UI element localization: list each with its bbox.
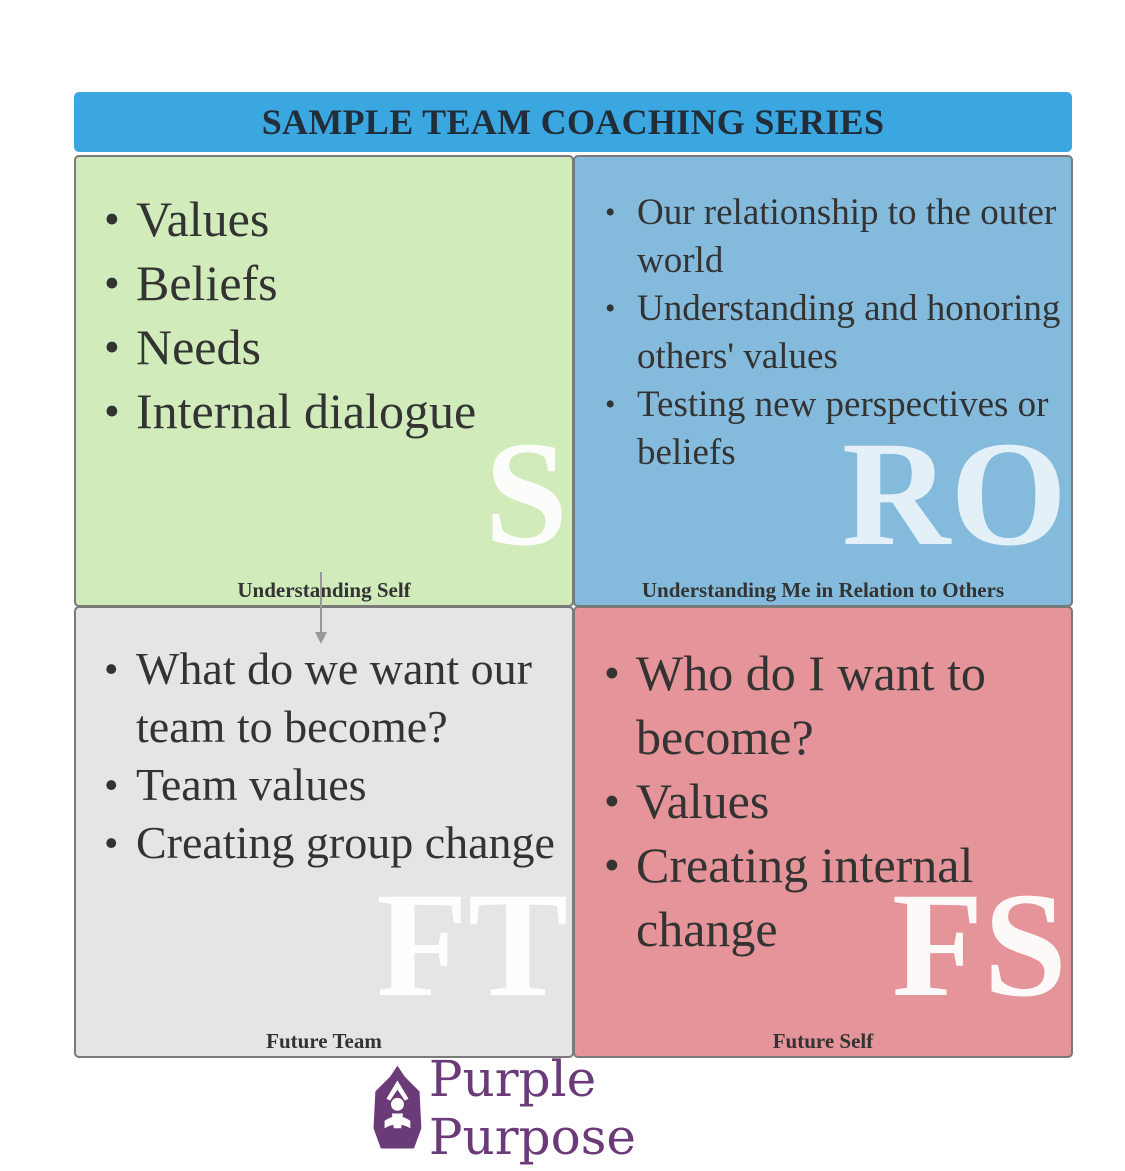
list-item: Values xyxy=(604,769,1064,833)
self-item-list: Values Beliefs Needs Internal dialogue xyxy=(104,187,564,443)
quadrant-relation-to-others: RO Our relationship to the outer world U… xyxy=(573,155,1073,607)
list-item: What do we want our team to become? xyxy=(104,640,572,756)
meditating-figure-icon xyxy=(373,1065,422,1149)
list-item: Who do I want to become? xyxy=(604,641,1064,769)
list-item: Creating group change xyxy=(104,814,572,872)
list-item: Understanding and honoring others' value… xyxy=(605,285,1065,381)
quadrant-understanding-self: S Values Beliefs Needs Internal dialogue… xyxy=(74,155,574,607)
connector-arrow-line xyxy=(320,572,322,634)
list-item: Our relationship to the outer world xyxy=(605,189,1065,285)
brand-logo: Purple Purpose xyxy=(368,1050,788,1166)
connector-arrow-head xyxy=(315,632,327,644)
quadrant-caption: Understanding Me in Relation to Others xyxy=(641,578,1005,602)
quadrant-caption: Understanding Self xyxy=(237,578,411,602)
quadrant-future-team: FT What do we want our team to become? T… xyxy=(74,606,574,1058)
fs-item-list: Who do I want to become? Values Creating… xyxy=(604,641,1064,961)
quadrant-caption: Future Self xyxy=(772,1029,874,1053)
diagram-title: SAMPLE TEAM COACHING SERIES xyxy=(74,92,1072,152)
quadrant-future-self: FS Who do I want to become? Values Creat… xyxy=(573,606,1073,1058)
quadrant-caption: Future Team xyxy=(266,1029,382,1053)
quadrant-letter-ft: FT xyxy=(376,862,568,1028)
list-item: Beliefs xyxy=(104,251,564,315)
list-item: Testing new perspectives or beliefs xyxy=(605,381,1065,477)
list-item: Creating internal change xyxy=(604,833,1064,961)
list-item: Needs xyxy=(104,315,564,379)
quadrant-letter-s: S xyxy=(484,411,568,577)
logo-text: Purple Purpose xyxy=(428,1050,636,1166)
list-item: Team values xyxy=(104,756,572,814)
ro-item-list: Our relationship to the outer world Unde… xyxy=(605,189,1065,477)
ft-item-list: What do we want our team to become? Team… xyxy=(104,640,572,872)
list-item: Internal dialogue xyxy=(104,379,564,443)
list-item: Values xyxy=(104,187,564,251)
